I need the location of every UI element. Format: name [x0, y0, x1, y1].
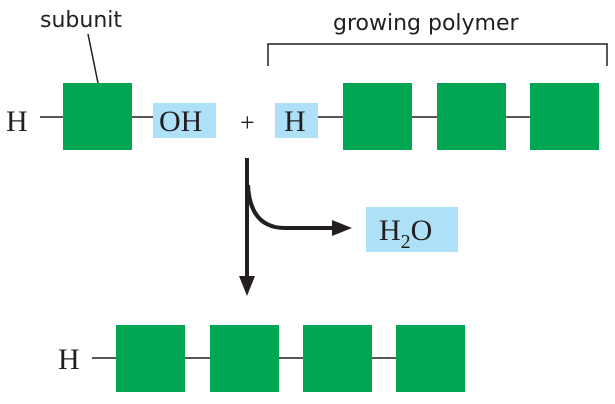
polymer-subunit [530, 83, 599, 150]
product-subunit [396, 325, 465, 392]
polymer-bracket [267, 43, 608, 66]
product-subunit [303, 325, 372, 392]
product-subunit [116, 325, 185, 392]
h-highlight [275, 103, 318, 138]
product-h: H [58, 343, 80, 376]
product-subunit [210, 325, 279, 392]
polymer-subunit [437, 83, 506, 150]
water-arrowhead [332, 220, 352, 236]
monomer-h: H [6, 105, 28, 138]
subunit-pointer [87, 33, 99, 84]
subunit-label: subunit [40, 8, 122, 33]
subunit-square [63, 83, 132, 150]
water-release-arrow [246, 184, 335, 230]
polymer-subunit [343, 83, 412, 150]
growing-polymer-label: growing polymer [333, 11, 520, 36]
plus-sign: + [240, 108, 255, 137]
water-highlight [366, 207, 458, 252]
oh-group: OH [159, 105, 202, 138]
water-molecule: H2O [379, 214, 432, 253]
reaction-arrowhead [239, 276, 255, 296]
polymer-h: H [284, 105, 306, 138]
oh-highlight [153, 103, 216, 138]
